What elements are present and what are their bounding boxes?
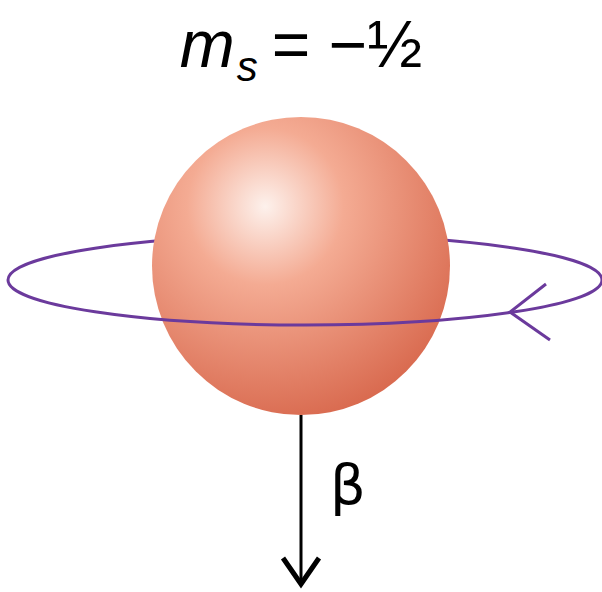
spin-label: β (330, 452, 366, 517)
electron-sphere (152, 117, 450, 415)
beta-label: β (330, 452, 366, 517)
symbol-subscript: s (237, 43, 258, 91)
spin-down-arrow (300, 415, 303, 582)
spin-arrowhead (283, 558, 319, 584)
spin-quantum-number: ms= −½ (0, 6, 602, 82)
symbol-m: m (180, 6, 235, 82)
orbit-arrowhead (510, 284, 550, 340)
value-text: = −½ (272, 6, 422, 82)
orbit-front-arc (8, 280, 602, 325)
